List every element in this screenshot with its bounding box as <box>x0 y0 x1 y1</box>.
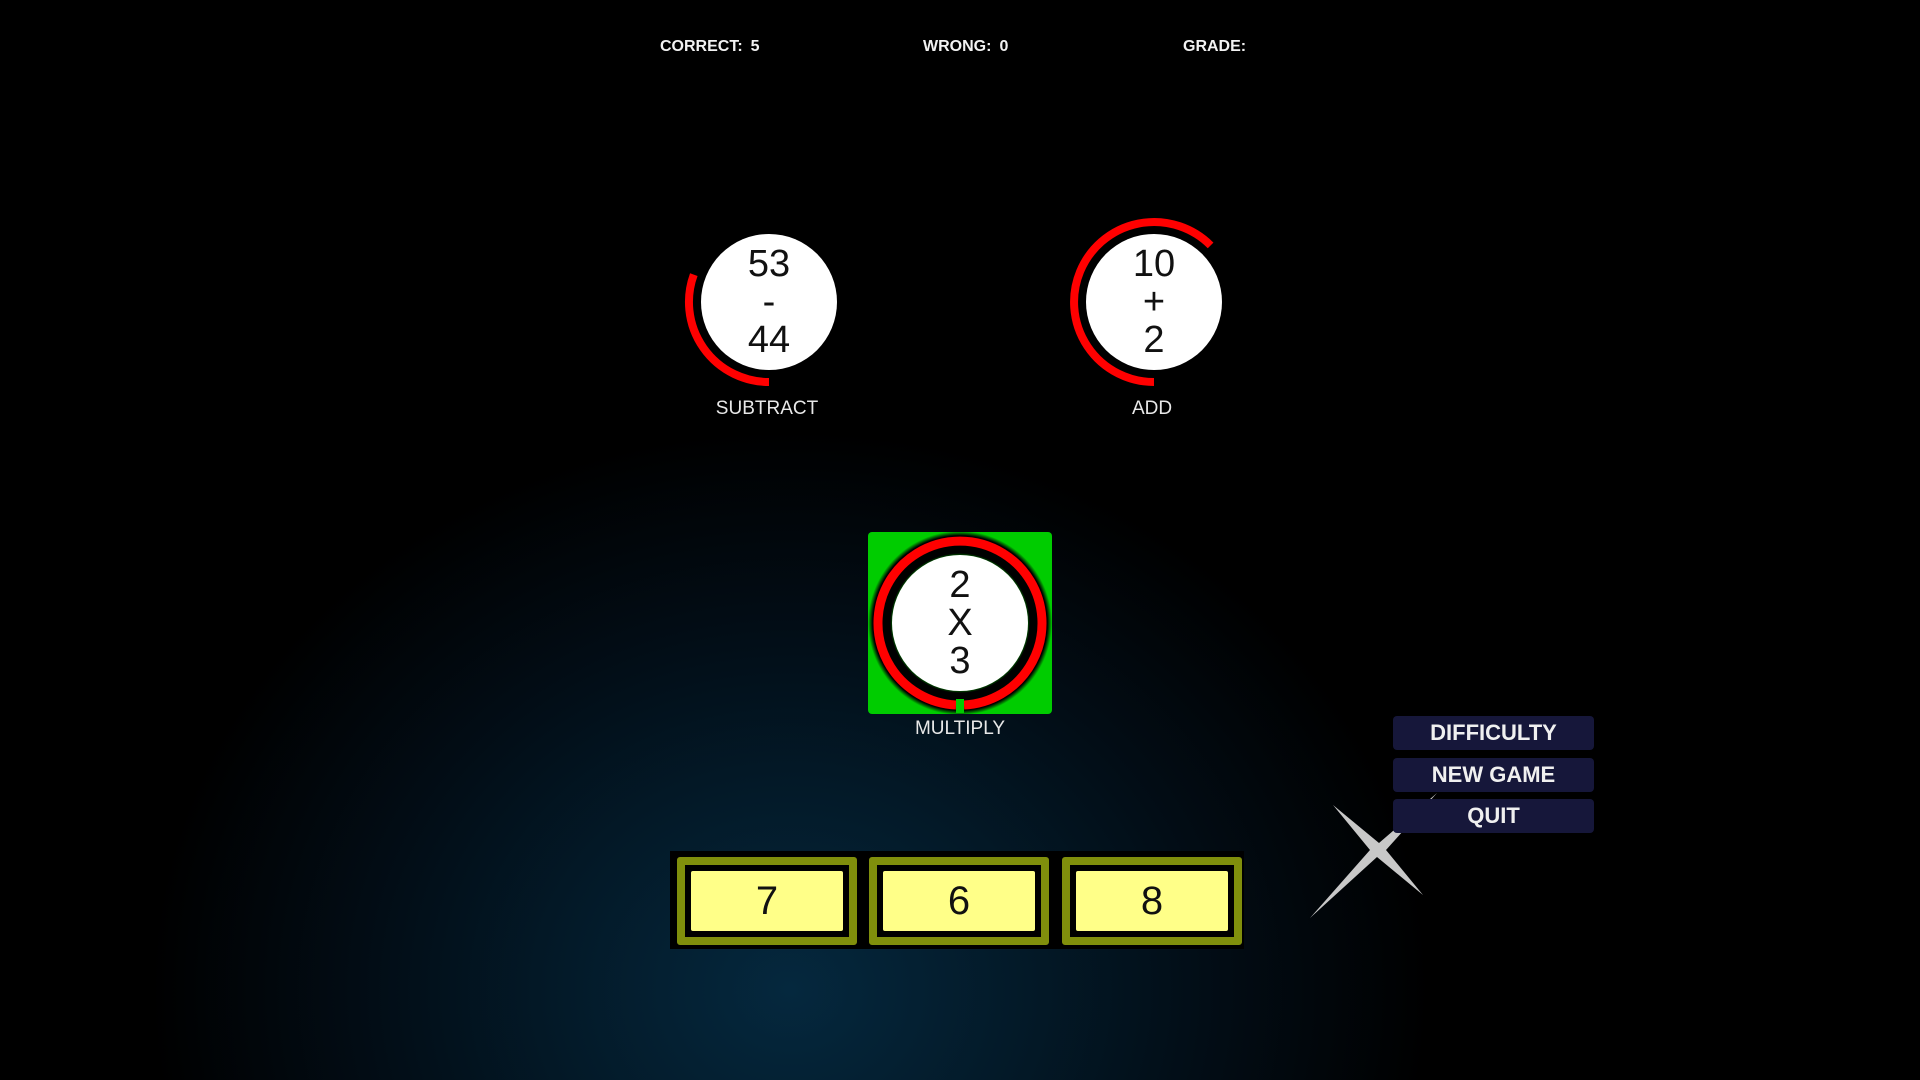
problem-subtract[interactable]: 53 - 44 <box>669 202 869 402</box>
operator: X <box>947 602 973 644</box>
operand-2: 3 <box>949 640 971 682</box>
timer-ring-icon <box>684 234 837 386</box>
grade: GRADE: <box>1183 38 1254 56</box>
answer-tray: 7 6 8 <box>670 851 1244 949</box>
answer-button-3[interactable]: 8 <box>1062 857 1242 945</box>
wrong-count: WRONG: 0 <box>923 38 1008 56</box>
difficulty-button[interactable]: DIFFICULTY <box>1393 716 1594 750</box>
correct-count: CORRECT: 5 <box>660 38 760 56</box>
grade-label: GRADE: <box>1183 38 1247 55</box>
new-game-button[interactable]: NEW GAME <box>1393 758 1594 792</box>
answer-value: 8 <box>1076 871 1228 931</box>
operand-1: 2 <box>949 564 971 606</box>
problem-add[interactable]: 10 + 2 <box>1054 202 1254 402</box>
answer-value: 7 <box>691 871 843 931</box>
operand-1: 53 <box>747 243 791 285</box>
operand-1: 10 <box>1132 243 1176 285</box>
correct-value: 5 <box>750 38 760 55</box>
answer-value: 6 <box>883 871 1035 931</box>
operand-2: 44 <box>747 319 791 361</box>
operator: + <box>1142 281 1166 323</box>
timer-ring-icon <box>1070 218 1222 386</box>
wrong-label: WRONG: <box>923 38 992 55</box>
problem-label-add: ADD <box>1131 398 1173 419</box>
problem-label-multiply: MULTIPLY <box>914 718 1006 739</box>
wrong-value: 0 <box>999 38 1009 55</box>
answer-button-1[interactable]: 7 <box>677 857 857 945</box>
operand-2: 2 <box>1143 319 1165 361</box>
answer-button-2[interactable]: 6 <box>869 857 1049 945</box>
problem-multiply[interactable]: 2 X 3 <box>860 523 1060 723</box>
problem-label-subtract: SUBTRACT <box>715 398 819 419</box>
operator: - <box>762 281 776 323</box>
quit-button[interactable]: QUIT <box>1393 799 1594 833</box>
timer-ring-icon <box>868 531 1052 715</box>
correct-label: CORRECT: <box>660 38 743 55</box>
